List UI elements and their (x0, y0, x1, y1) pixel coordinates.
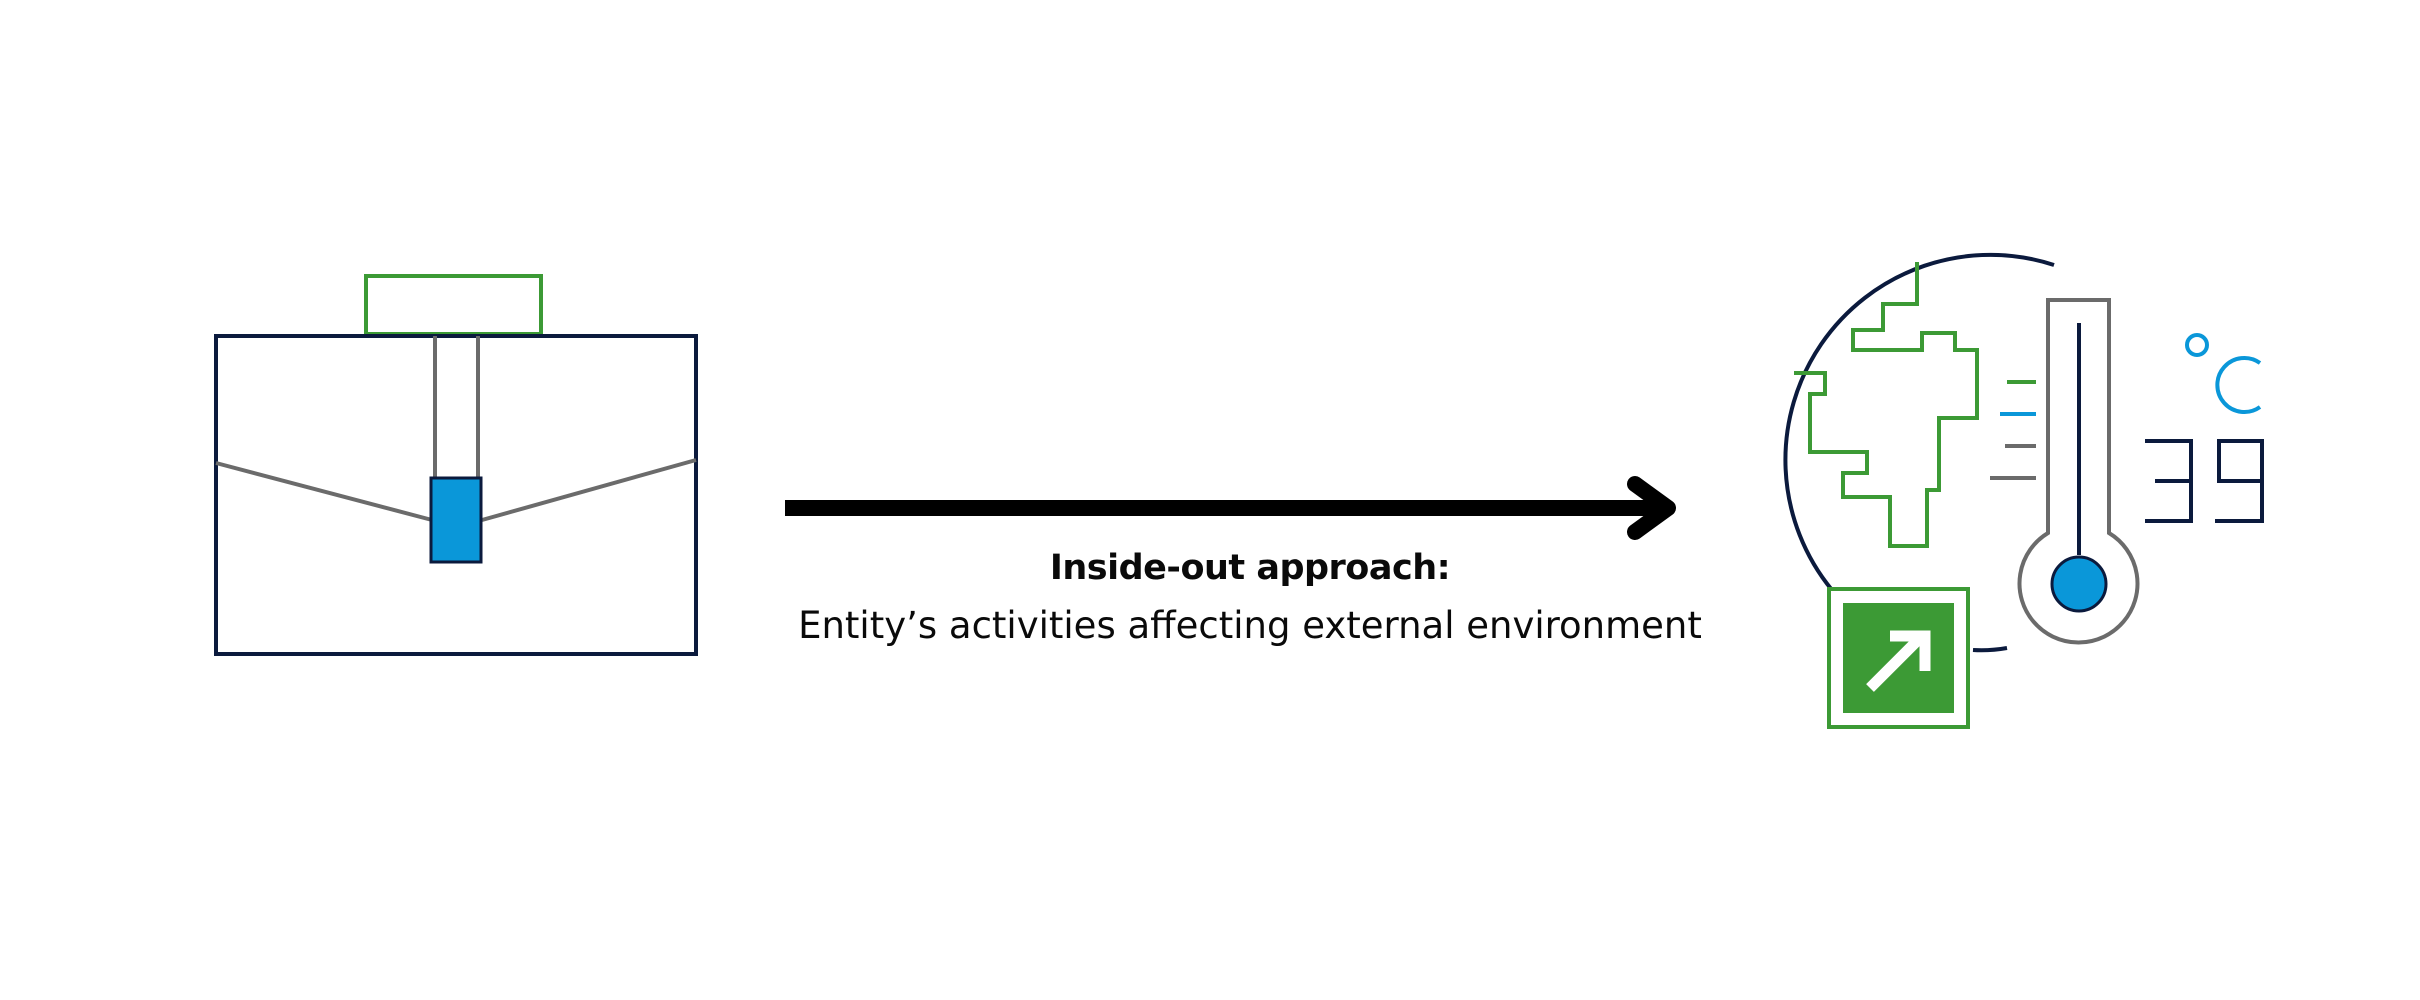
climate-temperature-icon (1783, 252, 2140, 729)
temperature-reading: 39 (2145, 439, 2264, 523)
arrow-right-icon (785, 476, 1676, 540)
briefcase-icon (214, 274, 698, 656)
temperature-unit: °C (2185, 333, 2262, 414)
caption-title: Inside-out approach: (1049, 548, 1451, 588)
caption-subtitle: Entity’s activities affecting external e… (798, 604, 1702, 647)
